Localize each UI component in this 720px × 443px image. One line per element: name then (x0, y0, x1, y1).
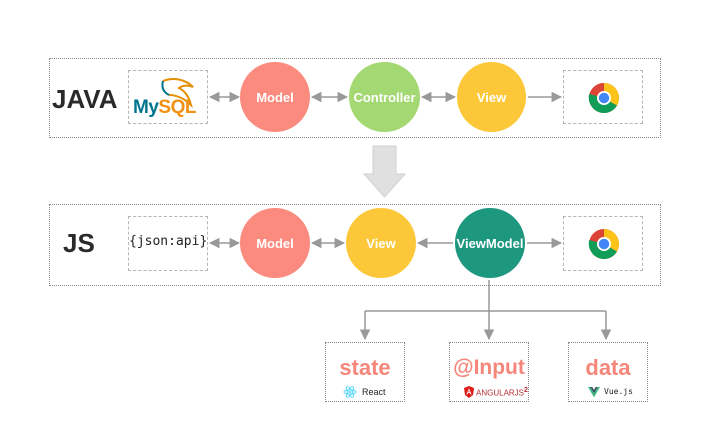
viewmodel-fanout (359, 280, 612, 341)
java-row-label: JAVA (52, 84, 118, 114)
js-viewmodel-node: ViewModel (455, 208, 525, 278)
angular-icon (464, 386, 474, 398)
js-row-box (49, 204, 661, 286)
chrome-icon (588, 83, 620, 114)
library-react-term: state (339, 355, 391, 380)
java-row-box (49, 58, 661, 138)
library-angular-badge: 2 (524, 387, 528, 394)
library-angular-box: @Input ANGULARJS2 (449, 342, 529, 402)
library-react-box: state React (325, 342, 405, 402)
library-vue-box: data Vue.js (568, 342, 648, 402)
mysql-dolphin-icon (161, 78, 194, 109)
js-row-label: JS (63, 228, 95, 258)
transition-down-arrow (362, 145, 407, 198)
js-model-node: Model (240, 208, 310, 278)
library-vue-term: data (585, 355, 631, 380)
chrome-icon (588, 229, 620, 260)
mysql-sql-text: SQL (158, 97, 196, 118)
react-icon (343, 386, 357, 398)
library-angular-name: ANGULARJS2 (476, 387, 528, 398)
mysql-my-text: My (133, 97, 159, 118)
java-controller-node: Controller (349, 62, 420, 132)
js-browser-box (563, 216, 643, 271)
library-angular-term: @Input (453, 356, 525, 379)
java-model-node: Model (240, 62, 310, 132)
library-vue-name: Vue.js (604, 387, 633, 396)
library-react-name: React (362, 387, 386, 397)
java-view-node: View (457, 62, 526, 132)
vue-icon (588, 387, 600, 398)
mysql-box: MySQL (128, 70, 208, 124)
js-view-node: View (346, 208, 416, 278)
java-browser-box (563, 70, 643, 124)
json-api-logo: {json:api} (129, 234, 208, 249)
mysql-logo: MySQL (129, 71, 209, 125)
json-api-box: {json:api} (128, 216, 208, 271)
